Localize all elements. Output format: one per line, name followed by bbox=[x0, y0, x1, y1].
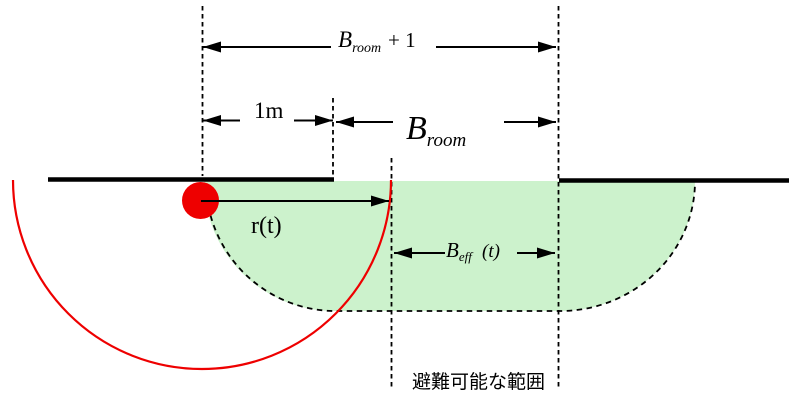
evacuable-region bbox=[204, 181, 695, 312]
label-b-eff-t: Beff(t) bbox=[446, 238, 500, 264]
hazard-radius-arc bbox=[11, 179, 393, 371]
label-1m: 1m bbox=[254, 98, 284, 123]
label-b-room-plus-1: Broom+ 1 bbox=[338, 27, 416, 56]
label-r-t: r(t) bbox=[251, 213, 282, 239]
hazard-source-dot bbox=[182, 182, 219, 219]
label-evacuable-range: 避難可能な範囲 bbox=[412, 371, 545, 393]
label-b-room: Broom bbox=[406, 110, 466, 151]
